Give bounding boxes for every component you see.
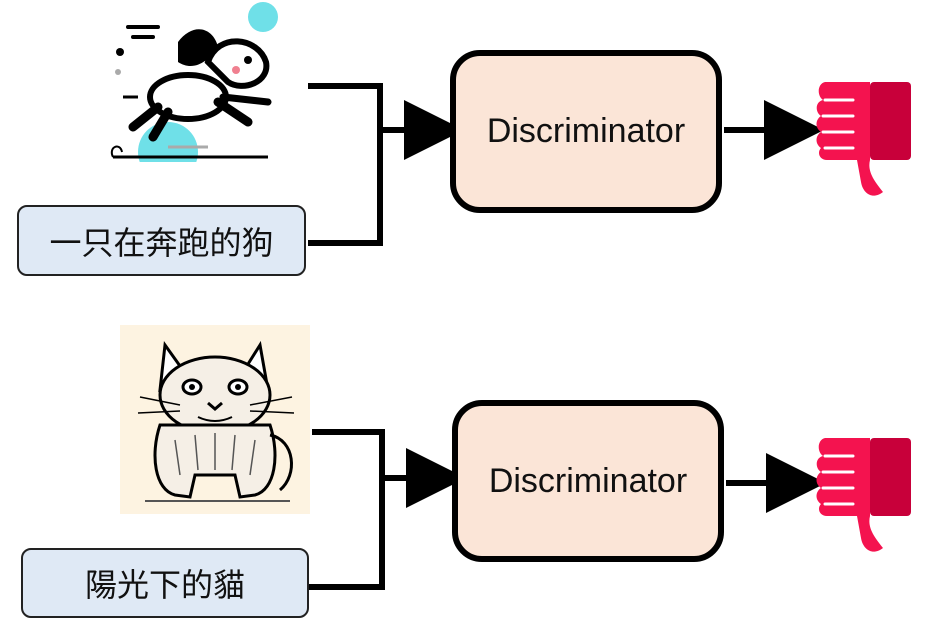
bottom-thumbs-down-icon [815, 438, 911, 554]
cat-image [120, 325, 310, 514]
top-discriminator-label: Discriminator [486, 112, 686, 150]
top-caption-text: 一只在奔跑的狗 [49, 223, 274, 262]
bottom-caption-text: 陽光下的貓 [84, 566, 245, 604]
top-caption-box: 一只在奔跑的狗 [17, 205, 306, 276]
bottom-merge-connector [308, 429, 826, 590]
top-merge-connector [308, 83, 824, 246]
bottom-discriminator-label: Discriminator [488, 461, 688, 500]
top-thumbs-down-icon [815, 82, 911, 198]
bottom-caption-box: 陽光下的貓 [21, 548, 309, 618]
dog-image [108, 2, 288, 182]
top-discriminator-box: Discriminator [450, 50, 722, 213]
bottom-discriminator-box: Discriminator [452, 400, 724, 562]
